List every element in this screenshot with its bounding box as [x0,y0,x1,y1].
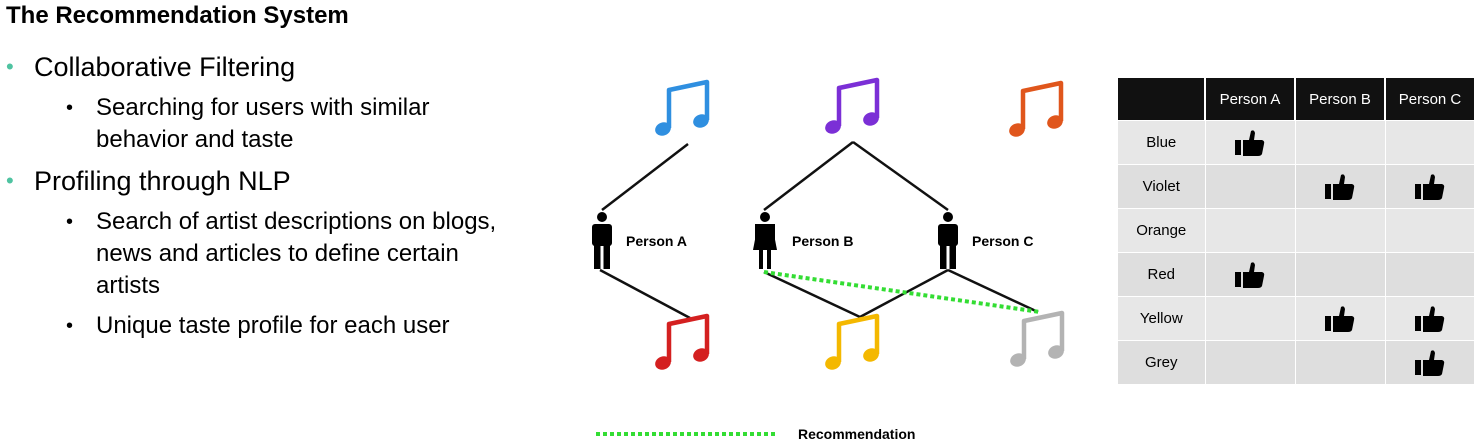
sub-bullet-taste-profile: • Unique taste profile for each user [0,310,516,342]
yellow-music-note-icon [823,316,880,372]
sub-bullet-artist-descriptions: • Search of artist descriptions on blogs… [66,208,497,299]
grey-music-note-icon [1008,313,1065,369]
person-a-man-icon [592,212,612,269]
bullet-dot-icon: • [66,97,74,119]
blue-music-note-icon [653,82,710,138]
thumbs-up-icon [1324,305,1356,332]
like-cell [1295,208,1386,253]
link-a-blue [601,143,689,211]
thumbs-up-icon [1234,129,1266,156]
like-cell [1205,164,1296,209]
slide-title: The Recommendation System [6,2,349,29]
like-cell [1295,164,1386,209]
bullet-list: • Collaborative Filtering • Searching fo… [0,50,560,350]
person-c-man-icon [938,212,958,269]
row-label: Grey [1118,340,1206,384]
link-c-grey [947,268,1039,314]
row-label: Violet [1118,164,1206,209]
column-header: Person B [1295,78,1386,121]
like-cell [1385,208,1475,253]
row-label: Yellow [1118,296,1206,341]
link-b-yellow [763,270,861,319]
table-row: Blue [1118,120,1475,165]
person-b-label: Person B [792,233,853,249]
table-header-row: Person A Person B Person C [1118,78,1474,121]
recommendation-diagram: Person A Person B Person C Recommendatio… [592,60,1120,442]
like-cell [1295,120,1386,165]
person-b-woman-icon [753,212,777,269]
table-row: Orange [1118,208,1475,253]
link-c-violet [852,140,949,212]
person-c-label: Person C [972,233,1033,249]
like-cell [1385,296,1475,341]
sub-bullet-similar-users: • Searching for users with similar behav… [66,94,430,153]
like-cell [1295,340,1386,384]
legend-recommendation-label: Recommendation [798,426,915,442]
like-cell [1385,164,1475,209]
red-music-note-icon [653,316,710,372]
like-cell [1205,252,1296,297]
like-cell [1385,252,1475,297]
row-label: Orange [1118,208,1206,253]
bullet-dot-icon: • [6,54,14,79]
link-b-violet [763,141,854,211]
recommendation-line [763,270,1041,314]
person-a-label: Person A [626,233,687,249]
thumbs-up-icon [1234,261,1266,288]
thumbs-up-icon [1324,173,1356,200]
row-label: Red [1118,252,1206,297]
bullet-profiling-nlp: • Profiling through NLP [6,166,291,196]
like-cell [1205,296,1296,341]
column-header: Person C [1385,78,1474,121]
row-label: Blue [1118,120,1206,165]
table-row: Violet [1118,164,1475,209]
column-header: Person A [1205,78,1296,121]
table-row: Yellow [1118,296,1475,341]
bullet-dot-icon: • [66,211,74,233]
like-cell [1385,120,1475,165]
bullet-collaborative-filtering: • Collaborative Filtering [6,52,296,82]
like-cell [1385,340,1475,384]
bullet-dot-icon: • [66,315,74,337]
connection-lines [599,140,1039,320]
bullet-dot-icon: • [6,168,14,193]
like-cell [1205,120,1296,165]
like-cell [1295,252,1386,297]
thumbs-up-icon [1414,173,1446,200]
link-a-red [599,268,691,320]
orange-music-note-icon [1007,83,1064,139]
thumbs-up-icon [1414,349,1446,376]
table-row: Grey [1118,340,1475,384]
table-row: Red [1118,252,1475,297]
violet-music-note-icon [823,80,880,136]
like-cell [1205,208,1296,253]
like-cell [1295,296,1386,341]
like-cell [1205,340,1296,384]
thumbs-up-icon [1414,305,1446,332]
table-corner-cell [1118,78,1206,121]
